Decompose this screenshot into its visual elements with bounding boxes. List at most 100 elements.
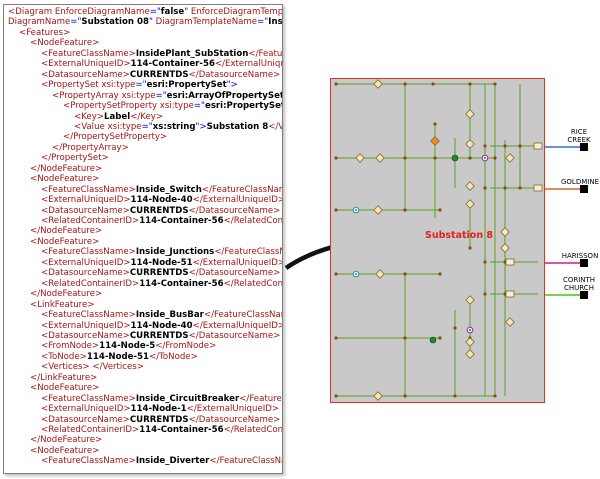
xml-token: <ExternalUniqueID> bbox=[41, 59, 131, 70]
xml-token: </PropertyArray> bbox=[52, 142, 129, 153]
junction-node bbox=[453, 394, 457, 398]
switch-node bbox=[465, 199, 475, 209]
customer-label-harisson: HARISSON bbox=[561, 252, 599, 260]
breaker-node bbox=[505, 290, 515, 298]
junction-node bbox=[483, 260, 487, 264]
switch-node bbox=[373, 391, 383, 401]
xml-token: false bbox=[160, 7, 185, 17]
customer-label-rice-creek: RICE CREEK bbox=[567, 128, 591, 144]
xml-token: <FeatureClassName> bbox=[41, 393, 136, 404]
junction-node bbox=[334, 336, 338, 340]
junction-node bbox=[438, 336, 442, 340]
xml-token: Label bbox=[103, 111, 131, 122]
xml-token: </DatasourceName> bbox=[188, 268, 281, 279]
xml-token: InsidePlants bbox=[268, 17, 283, 28]
xml-token: Inside_CircuitBreaker bbox=[135, 393, 240, 404]
xml-token: 114-Node-51 bbox=[86, 351, 149, 362]
xml-token: 114-Container-56 bbox=[139, 425, 224, 435]
switch-node bbox=[375, 269, 385, 279]
transformer-core bbox=[469, 329, 471, 331]
xml-token: </ExternalUniqueID> bbox=[186, 404, 280, 415]
xml-token: </ExternalUniqueID> bbox=[214, 59, 282, 70]
junction-node bbox=[518, 186, 522, 190]
xml-token: esri:ArrayOfPropertySetProperty bbox=[166, 90, 283, 101]
xml-token: xsi:type bbox=[101, 80, 136, 91]
xml-token: <DatasourceName> bbox=[41, 268, 130, 279]
xml-line: <DatasourceName>CURRENTDS</DatasourceNam… bbox=[41, 206, 280, 217]
breaker-node bbox=[533, 142, 543, 150]
xml-line: </PropertyArray> bbox=[52, 143, 129, 154]
xml-token: <FromNode> bbox=[41, 341, 100, 352]
xml-line: <NodeFeature> bbox=[30, 446, 99, 457]
junction-node bbox=[433, 122, 437, 126]
xml-line: </LinkFeature> bbox=[30, 373, 97, 384]
junction-node bbox=[453, 326, 457, 330]
xml-token: CURRENTDS bbox=[129, 330, 189, 341]
xml-token: </LinkFeature> bbox=[30, 372, 98, 383]
xml-token: <RelatedContainerID> bbox=[41, 425, 140, 435]
xml-token: xsi:type bbox=[107, 121, 142, 132]
xml-token: <DatasourceName> bbox=[41, 330, 130, 341]
xml-token: <FeatureClassName> bbox=[41, 184, 136, 195]
xml-token: </RelatedContainerID> bbox=[223, 278, 283, 289]
xml-token: </Value> bbox=[268, 121, 283, 132]
xml-token: 114-Container-56 bbox=[130, 59, 215, 70]
junction-node bbox=[431, 82, 435, 86]
substation-label: Substation 8 bbox=[425, 230, 494, 241]
xml-token: CURRENTDS bbox=[129, 205, 189, 216]
xml-line: DiagramName="Substation 08" DiagramTempl… bbox=[8, 17, 283, 28]
xml-token: </DatasourceName> bbox=[188, 330, 281, 341]
breaker-node bbox=[505, 258, 515, 266]
switch-node bbox=[465, 349, 475, 359]
xml-token: </PropertySet> bbox=[41, 153, 109, 164]
xml-token: <RelatedContainerID> bbox=[41, 278, 140, 289]
xml-token: Inside_BusBar bbox=[135, 310, 204, 321]
junction-node bbox=[403, 82, 407, 86]
xml-line: <DatasourceName>CURRENTDS</DatasourceNam… bbox=[41, 268, 280, 279]
xml-token: </FeatureClassName> bbox=[248, 48, 283, 59]
xml-token: </FeatureClassName> bbox=[203, 310, 282, 321]
xml-token: </PropertySetProperty> bbox=[63, 132, 168, 143]
xml-line: <PropertySet xsi:type="esri:PropertySet"… bbox=[41, 80, 238, 91]
xml-token: </NodeFeature> bbox=[30, 163, 103, 174]
xml-token: 114-Node-40 bbox=[130, 195, 193, 206]
xml-token: </FromNode> bbox=[155, 341, 217, 352]
junction-node bbox=[468, 82, 472, 86]
switch-node bbox=[375, 153, 385, 163]
switch-node bbox=[465, 139, 475, 149]
xml-token: </FeatureClassName> bbox=[239, 393, 282, 404]
xml-line: <LinkFeature> bbox=[30, 300, 94, 311]
xml-token: </ToNode> bbox=[149, 351, 198, 362]
xml-line: <ExternalUniqueID>114-Node-51</ExternalU… bbox=[41, 257, 282, 269]
junction-node bbox=[493, 394, 497, 398]
xml-token: <Value bbox=[74, 121, 108, 132]
junction-node bbox=[483, 186, 487, 190]
xml-token: =" bbox=[155, 90, 167, 101]
xml-line: <FeatureClassName>Inside_BusBar</Feature… bbox=[41, 310, 282, 321]
xml-token: <ExternalUniqueID> bbox=[41, 257, 131, 268]
xml-token: Substation 8 bbox=[206, 121, 269, 132]
xml-token: " bbox=[184, 7, 191, 17]
generator-node bbox=[451, 154, 459, 162]
substation-diagram bbox=[330, 78, 545, 403]
xml-token: 114-Node-5 bbox=[99, 341, 156, 352]
xml-token: =" bbox=[257, 17, 269, 28]
substation-container bbox=[330, 78, 545, 403]
xml-token: esri:PropertySetProperty bbox=[204, 101, 282, 112]
xml-token: <NodeFeature> bbox=[30, 38, 100, 49]
xml-token: "> bbox=[226, 80, 238, 91]
xml-line: <NodeFeature> bbox=[30, 383, 99, 394]
switch-node bbox=[505, 153, 515, 163]
xml-token: <Diagram bbox=[8, 7, 55, 17]
xml-token: </FeatureClassName> bbox=[209, 456, 282, 467]
xml-token: <DatasourceName> bbox=[41, 414, 130, 425]
xml-token: Inside_Switch bbox=[135, 184, 202, 195]
xml-line: </NodeFeature> bbox=[30, 435, 102, 446]
xml-line: <PropertyArray xsi:type="esri:ArrayOfPro… bbox=[52, 90, 283, 102]
xml-line: <NodeFeature> bbox=[30, 237, 99, 248]
xml-line: <FeatureClassName>InsidePlant_SubStation… bbox=[41, 48, 283, 60]
xml-line: <ExternalUniqueID>114-Node-1</ExternalUn… bbox=[41, 404, 279, 415]
switch-node bbox=[465, 337, 475, 347]
xml-token: </DatasourceName> bbox=[188, 414, 281, 425]
xml-token: xsi:type bbox=[121, 90, 156, 101]
